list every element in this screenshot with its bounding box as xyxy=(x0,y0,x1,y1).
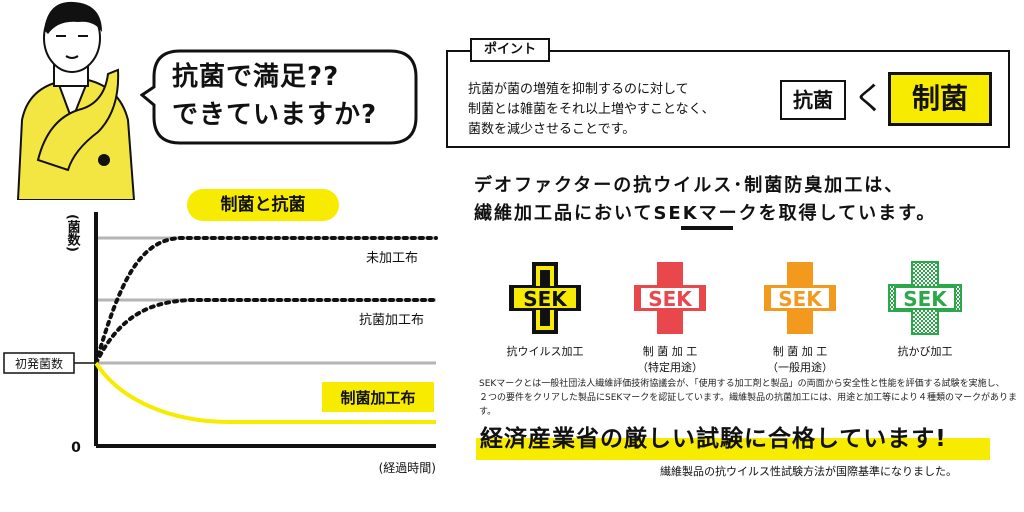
seikin-label: 制菌 xyxy=(888,72,992,126)
headline-line1: デオファクターの抗ウイルス･制菌防臭加工は、 xyxy=(474,175,905,196)
international-standard-note: 繊維製品の抗ウイルス性試験方法が国際基準になりました。 xyxy=(660,465,957,478)
sek-note-line2: ２つの要件をクリアした製品にSEKマークを認証しています。繊維製品の抗菌加工には… xyxy=(479,393,1017,417)
bubble-line1: 抗菌で満足?? xyxy=(172,62,340,92)
sek-mark-antiviral: SEK xyxy=(509,262,581,334)
series-bacteriostatic-line xyxy=(94,361,436,424)
chart-plot: 初発菌数 (菌数) 0 未加工布 抗菌加工布 制菌加工布 (経過時間) xyxy=(3,212,438,475)
mark-antifungal-label1: 抗かび加工 xyxy=(897,345,953,358)
chart-title: 制菌と抗菌 xyxy=(187,189,339,221)
mark-label-specific: 制 菌 加 工 （特定用途） xyxy=(610,344,730,376)
mark-antiviral-label1: 抗ウイルス加工 xyxy=(506,345,584,358)
point-desc-line2: 制菌とは雑菌をそれ以上増やすことなく、 xyxy=(468,102,715,117)
bubble-text: 抗菌で満足?? できていますか? xyxy=(172,58,377,134)
x-axis-label: (経過時間) xyxy=(379,461,436,475)
sek-text-antiviral: SEK xyxy=(523,287,568,311)
headline-line2: 繊維加工品においてSEKマークを取得しています。 xyxy=(474,203,937,224)
bubble-line2: できていますか? xyxy=(172,100,378,130)
point-desc-line1: 抗菌が菌の増殖を抑制するのに対して xyxy=(468,82,689,97)
sek-mark-specific: SEK xyxy=(634,262,706,334)
mark-label-antifungal: 抗かび加工 xyxy=(866,344,984,360)
speech-bubble xyxy=(140,49,418,145)
point-box xyxy=(446,50,1010,148)
kokin-label: 抗菌 xyxy=(780,80,846,120)
point-description: 抗菌が菌の増殖を抑制するのに対して 制菌とは雑菌をそれ以上増やすことなく、 菌数… xyxy=(468,80,715,140)
y-origin-label: 0 xyxy=(71,440,81,456)
person-illustration xyxy=(16,1,136,200)
series-label-bacteriostatic-bg xyxy=(322,382,434,412)
sek-note: SEKマークとは一般社団法人繊維評価技術協議会が、「使用する加工剤と製品」の両面… xyxy=(479,377,1024,419)
mark-general-label2: （一般用途） xyxy=(767,361,833,374)
point-tag: ポイント xyxy=(470,38,551,62)
series-label-untreated: 未加工布 xyxy=(366,251,418,266)
mark-specific-label1: 制 菌 加 工 xyxy=(642,345,698,358)
mark-label-general: 制 菌 加 工 （一般用途） xyxy=(740,344,860,376)
mark-specific-label2: （特定用途） xyxy=(637,361,703,374)
sek-underline xyxy=(681,226,733,230)
sek-text-specific: SEK xyxy=(648,287,693,311)
sek-text-antifungal: SEK xyxy=(903,287,948,311)
sek-text-general: SEK xyxy=(778,287,823,311)
less-than-symbol: く xyxy=(853,79,886,117)
series-label-bacteriostatic: 制菌加工布 xyxy=(340,389,415,407)
series-untreated-line xyxy=(94,236,438,365)
series-label-antibacterial: 抗菌加工布 xyxy=(359,313,424,328)
sek-mark-antifungal: SEK xyxy=(888,261,962,335)
y-axis-label: (菌数) xyxy=(65,214,81,252)
series-antibacterial-line xyxy=(94,298,438,365)
point-desc-line3: 菌数を減少させることです。 xyxy=(468,122,636,137)
mark-label-antiviral: 抗ウイルス加工 xyxy=(486,344,604,360)
mark-general-label1: 制 菌 加 工 xyxy=(772,345,828,358)
sek-note-line1: SEKマークとは一般社団法人繊維評価技術協議会が、「使用する加工剤と製品」の両面… xyxy=(479,379,1005,389)
headline: デオファクターの抗ウイルス･制菌防臭加工は、 繊維加工品においてSEKマークを取… xyxy=(474,172,936,228)
initial-count-label: 初発菌数 xyxy=(15,356,63,371)
sek-mark-general: SEK xyxy=(764,262,836,334)
meti-highlight xyxy=(476,438,990,460)
meti-headline: 経済産業省の厳しい試験に合格しています! xyxy=(480,426,947,452)
